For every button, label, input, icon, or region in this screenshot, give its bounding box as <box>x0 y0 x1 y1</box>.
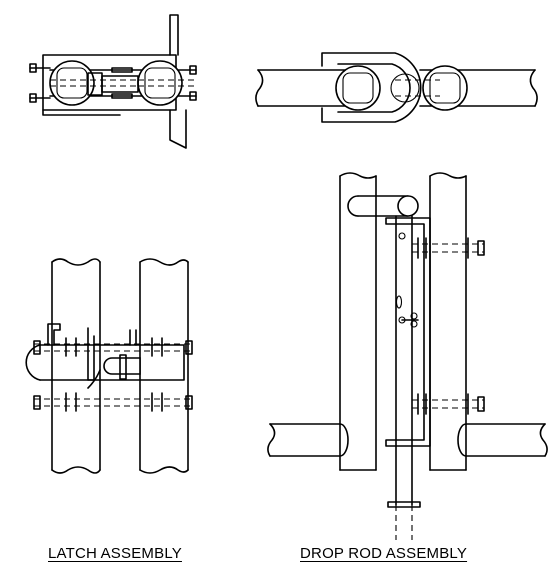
latch-assembly-caption: LATCH ASSEMBLY <box>48 545 182 562</box>
drop-rod-plan-view <box>255 52 538 123</box>
drop-rod-assembly-caption: DROP ROD ASSEMBLY <box>300 545 468 562</box>
latch-plan-view <box>29 14 197 149</box>
latch-elevation-view <box>25 258 193 474</box>
drop-rod-elevation-view <box>267 172 548 540</box>
